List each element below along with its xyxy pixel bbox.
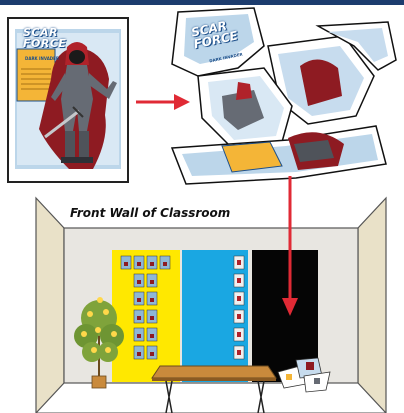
left-side-wall — [36, 198, 64, 413]
header-bar — [0, 0, 404, 5]
right-side-wall — [358, 198, 386, 413]
classroom-table — [152, 366, 276, 413]
poster-subtitle: DARK INVADER — [25, 57, 59, 61]
torn-poster: SCAR FORCE DARK INVADER — [168, 6, 398, 196]
classroom-wall — [0, 196, 404, 413]
poster-title-line2: FORCE — [23, 37, 66, 50]
classroom-label: Front Wall of Classroom — [70, 206, 230, 220]
poster-title: SCAR FORCE — [23, 27, 83, 49]
yellow-panel — [112, 250, 180, 382]
intact-poster: SCAR FORCE DARK INVADER — [7, 17, 129, 183]
